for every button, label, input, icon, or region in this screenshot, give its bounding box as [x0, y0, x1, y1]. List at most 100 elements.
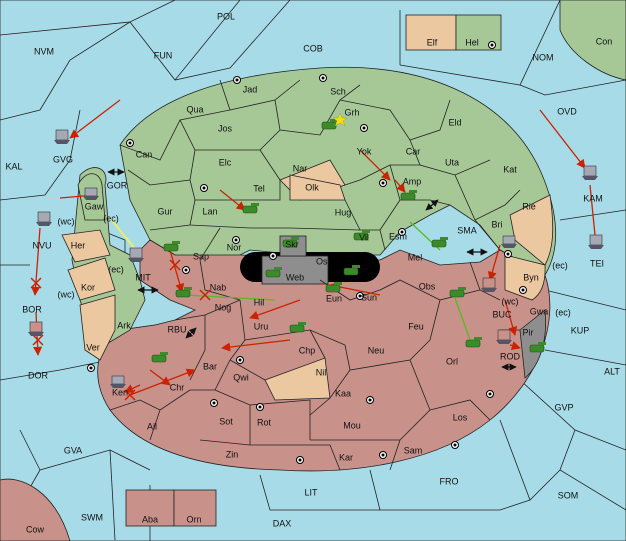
label-nog: Nog [215, 302, 232, 312]
army-icon [151, 352, 168, 363]
label-wc3: (wc) [502, 296, 519, 306]
label-fun: FUN [154, 50, 173, 60]
region-her[interactable] [61, 229, 111, 263]
label-eun: Eun [326, 293, 342, 303]
region-byn[interactable] [504, 254, 546, 301]
supply-center-icon [319, 74, 327, 82]
label-olk: Olk [305, 182, 319, 192]
label-cob: COB [303, 43, 323, 53]
label-aba: Aba [142, 514, 158, 524]
label-wc1: (wc) [58, 216, 75, 226]
region-elf[interactable] [405, 14, 457, 51]
label-nab: Nab [210, 282, 227, 292]
label-pir: Pir [523, 327, 534, 337]
label-qwi: Qwi [233, 372, 249, 382]
supply-center-icon [182, 266, 190, 274]
label-gva: GVA [64, 445, 82, 455]
label-kat: Kat [503, 164, 517, 174]
label-fro: FRO [440, 476, 459, 486]
label-ec4: (ec) [555, 307, 571, 317]
label-hug: Hug [335, 207, 352, 217]
supply-center-icon [210, 399, 218, 407]
label-orn: Orn [186, 514, 201, 524]
label-nvm: NVM [34, 46, 54, 56]
label-cow: Cow [26, 524, 45, 534]
supply-center-icon [504, 250, 512, 258]
label-can: Can [136, 149, 153, 159]
south-borders [109, 259, 520, 471]
label-qua: Qua [186, 104, 203, 114]
supply-center-icon [451, 441, 459, 449]
label-skr: Skr [285, 239, 299, 249]
region-kor[interactable] [67, 257, 116, 301]
region-ver[interactable] [79, 294, 116, 361]
label-ovd: OVD [557, 106, 577, 116]
northern-continent [119, 66, 557, 276]
label-byn: Byn [523, 272, 539, 282]
label-tei: TEI [590, 258, 604, 268]
label-kor: Kor [81, 282, 95, 292]
fleet-icon [481, 277, 497, 292]
label-jad: Jad [243, 84, 258, 94]
label-yok: Yok [357, 146, 372, 156]
label-ark: Ark [117, 320, 131, 330]
supply-center-icon [519, 286, 527, 294]
supply-center-icon [366, 396, 374, 404]
army-icon [465, 337, 482, 348]
fleet-icon [128, 247, 144, 262]
label-hil: Hil [254, 297, 265, 307]
army-icon [265, 267, 282, 278]
label-swm: SWM [81, 512, 103, 522]
label-obs: Obs [419, 281, 436, 291]
label-pol: POL [217, 11, 235, 21]
label-rie: Rie [522, 201, 536, 211]
move-orders [31, 99, 600, 396]
label-con: Con [596, 36, 613, 46]
supply-center-icon [398, 228, 406, 236]
label-sap: Sap [193, 251, 209, 261]
label-sma: SMA [457, 225, 477, 235]
label-kam: KAM [583, 193, 603, 203]
army-icon [282, 237, 299, 248]
label-nom: NOM [533, 52, 554, 62]
label-nor: Nor [227, 242, 242, 252]
label-bri: Bri [492, 219, 503, 229]
label-elc: Elc [219, 157, 232, 167]
supply-center-icon [236, 356, 244, 364]
label-nil: Nil [316, 367, 327, 377]
label-lan: Lan [202, 206, 217, 216]
label-elf: Elf [427, 37, 438, 47]
label-gvp: GVP [554, 402, 573, 412]
region-orn[interactable] [173, 489, 217, 527]
army-icon [175, 287, 192, 298]
label-bor: BOR [22, 304, 42, 314]
label-bar: Bar [203, 361, 217, 371]
label-kup: KUP [571, 325, 590, 335]
army-icon [242, 203, 259, 214]
label-alt: ALT [604, 366, 620, 376]
supply-center-icon [379, 451, 387, 459]
label-feu: Feu [408, 321, 424, 331]
army-icon [431, 237, 448, 248]
supply-center-icon [233, 76, 241, 84]
fleet-icon [54, 129, 70, 144]
label-neu: Neu [368, 345, 385, 355]
label-nar: Nar [293, 163, 308, 173]
failed-orders [30, 259, 211, 401]
label-kal: KAL [5, 161, 22, 171]
label-uta: Uta [445, 157, 459, 167]
label-mou: Mou [343, 420, 361, 430]
label-sun: Sun [361, 292, 377, 302]
label-car: Car [406, 146, 421, 156]
supply-center-icon [379, 179, 387, 187]
label-chr: Chr [170, 382, 185, 392]
fleet-icon [83, 187, 99, 200]
army-icon [400, 190, 417, 201]
supply-center-icon [486, 390, 494, 398]
supply-center-icon [200, 184, 208, 192]
fleet-icon [28, 321, 44, 336]
label-kar: Kar [339, 452, 353, 462]
units [28, 112, 604, 388]
